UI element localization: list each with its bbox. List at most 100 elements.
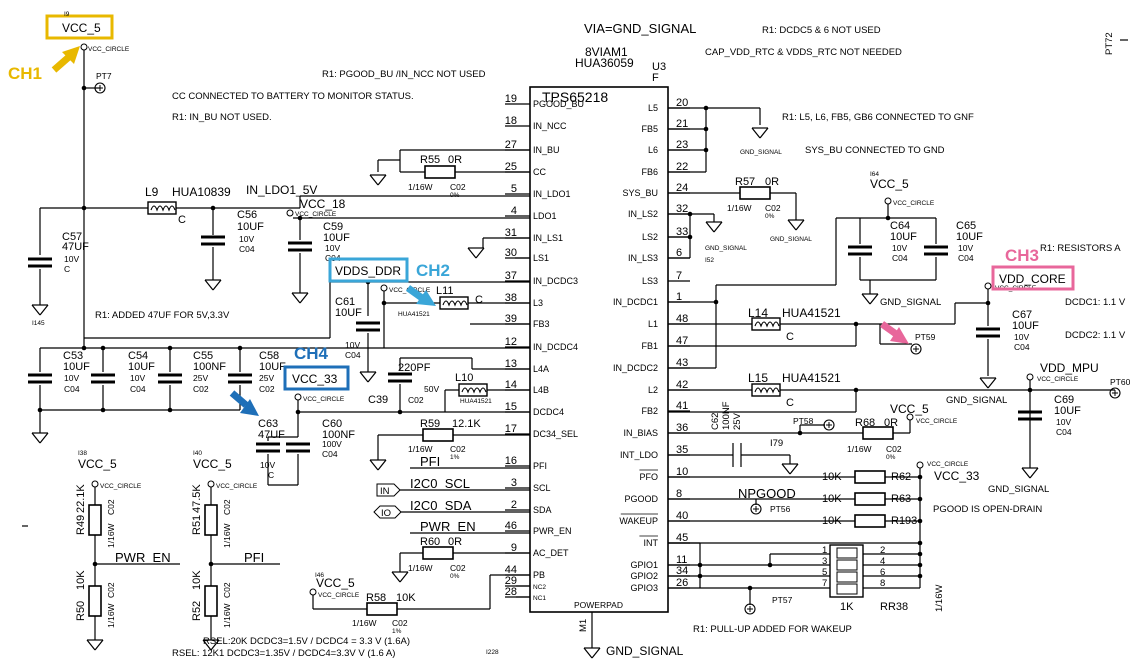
l9-part: HUA10839 (172, 185, 231, 199)
chip-pin-name-right: IN_DCDC1 (613, 297, 658, 307)
chip-pin-name-left: FB3 (533, 319, 550, 329)
divider-pwr-en: I38 VCC_5 VCC_CIRCLE PWR_EN R49 22.1K 1/… (75, 450, 180, 651)
svg-text:C69: C69 (1054, 394, 1074, 406)
chip-pin-name-right: GPIO1 (630, 560, 658, 570)
chip-pin-number-left: 31 (505, 227, 517, 239)
dcdc1-output: L14 HUA41521 C PT59 VCC_CIRCLE GND_SIGNA… (668, 282, 1039, 406)
via-note: VIA=GND_SIGNAL (584, 21, 696, 36)
svg-text:C65: C65 (956, 220, 976, 232)
svg-text:R63: R63 (891, 493, 911, 505)
sysbu-note: SYS_BU CONNECTED TO GND (805, 145, 945, 156)
svg-text:10UF: 10UF (259, 361, 286, 373)
pt60-label: PT60 (1110, 377, 1131, 387)
svg-text:C04: C04 (1056, 427, 1072, 437)
svg-text:C62: C62 (710, 413, 721, 430)
svg-text:VCC_CIRCLE: VCC_CIRCLE (893, 200, 935, 207)
vdds-ddr-label: VDDS_DDR (335, 264, 401, 278)
cc-note: CC CONNECTED TO BATTERY TO MONITOR STATU… (172, 91, 414, 102)
pb-r58: I46 VCC_5 VCC_CIRCLE R58 10K 1/16W C02 1… (309, 572, 530, 635)
unused-buck-ground: GND_SIGNAL (668, 105, 782, 173)
l5-note: R1: L5, L6, FB5, GB6 CONNECTED TO GNF (782, 112, 974, 123)
svg-text:25V: 25V (732, 412, 743, 430)
pgood-od-note: PGOOD IS OPEN-DRAIN (933, 504, 1042, 515)
chip-pin-name-right: FB1 (641, 341, 658, 351)
chip-pin-number-right: 36 (676, 422, 688, 434)
svg-text:HUA41521: HUA41521 (782, 371, 841, 385)
dcdc1-input: I64 VCC_5 VCC_CIRCLE GND_SIGNAL C64 10UF… (668, 171, 983, 369)
svg-text:C57: C57 (62, 231, 82, 243)
inbu-note: R1: IN_BU NOT USED. (172, 112, 272, 123)
chip-pin-number-left: 9 (511, 542, 517, 554)
svg-text:10UF: 10UF (956, 231, 983, 243)
dc34sel-r59: R59 12.1K 1/16W C02 1% (369, 418, 530, 471)
rsel2-note: RSEL: 12K1 DCDC3=1.35V / DCDC4=3.3V V (1… (172, 648, 395, 659)
chip-pin-number-left: 30 (505, 247, 517, 259)
chip-pin-number-left: 2 (511, 499, 517, 511)
svg-text:R60: R60 (420, 536, 440, 548)
svg-text:10K: 10K (191, 570, 203, 590)
chip-pin-name-right: L5 (648, 103, 658, 113)
svg-text:C61: C61 (335, 296, 355, 308)
chip-pin-name-right: INT_LDO (620, 450, 658, 460)
chip-pin-number-right: 10 (676, 466, 688, 478)
ch3-highlight (991, 265, 1075, 291)
chip-pin-name-left: PWR_EN (533, 526, 572, 536)
chip-pin-number-left: 29 (505, 575, 517, 587)
svg-text:C02: C02 (392, 618, 408, 628)
chip-pin-name-right: FB2 (641, 406, 658, 416)
rsel1-note: RSEL:20K DCDC3=1.5V / DCDC4 = 3.3 V (1.6… (203, 636, 410, 647)
chip-pin-number-left: 44 (505, 564, 517, 576)
svg-text:0R: 0R (448, 536, 462, 548)
svg-text:0R: 0R (884, 417, 898, 429)
chip-pin-name-right: WAKEUP (619, 516, 658, 526)
svg-text:C02: C02 (222, 582, 232, 598)
svg-text:VCC_CIRCLE: VCC_CIRCLE (927, 461, 969, 468)
pt58-label: PT58 (793, 416, 814, 426)
svg-text:GND_SIGNAL: GND_SIGNAL (880, 297, 941, 308)
chip-part1: 8VIAM1 (585, 45, 628, 59)
svg-text:10K: 10K (396, 592, 416, 604)
chip-pin-number-right: 35 (676, 444, 688, 456)
svg-text:0R: 0R (448, 154, 462, 166)
chip-pin-name-right: GPIO2 (630, 571, 658, 581)
chip-pin-number-right: 24 (676, 182, 688, 194)
svg-text:C04: C04 (322, 449, 338, 459)
svg-text:C02: C02 (408, 395, 424, 405)
chip-pin-name-left: IN_LS1 (533, 233, 563, 243)
svg-text:VCC_5: VCC_5 (316, 576, 355, 590)
svg-text:10V: 10V (345, 340, 360, 350)
svg-text:VDD_MPU: VDD_MPU (1040, 361, 1099, 375)
chip-pin-number-right: 22 (676, 161, 688, 173)
chip-pin-number-right: 47 (676, 335, 688, 347)
svg-text:VCC_CIRCLE: VCC_CIRCLE (303, 396, 345, 403)
svg-text:VCC_CIRCLE: VCC_CIRCLE (916, 418, 958, 425)
sda-net-label: I2C0_SDA (410, 498, 472, 513)
svg-text:1/16W: 1/16W (352, 618, 377, 628)
svg-text:10V: 10V (260, 460, 275, 470)
chip-pin-number-right: 40 (676, 510, 688, 522)
ref-i228: I228 (486, 649, 499, 656)
svg-text:8: 8 (880, 578, 885, 589)
chip-name: TPS65218 (542, 89, 608, 105)
chip-pin-name-left: DC34_SEL (533, 429, 578, 439)
ch2-arrow (405, 285, 436, 306)
svg-text:HUA41521: HUA41521 (782, 306, 841, 320)
svg-text:C64: C64 (890, 220, 910, 232)
pt59-label: PT59 (915, 332, 936, 342)
divider-pfi: I40 VCC_5 VCC_CIRCLE PFI R51 47.5K 1/16W… (191, 450, 280, 651)
pt57-label: PT57 (772, 595, 793, 605)
svg-text:C02: C02 (259, 384, 275, 394)
svg-text:C02: C02 (450, 563, 466, 573)
chip-pin-name-left: PFI (533, 461, 547, 471)
pfi-divider-label: PFI (244, 550, 264, 565)
chip-pin-name-right: IN_LS2 (628, 209, 658, 219)
chip-pin-name-left: PB (533, 570, 545, 580)
svg-text:10V: 10V (892, 243, 907, 253)
sda-dir: IO (381, 508, 391, 519)
ref-i52: I52 (705, 257, 714, 264)
chip-pin-name-right: L2 (648, 385, 658, 395)
svg-text:220PF: 220PF (398, 362, 431, 374)
svg-text:10UF: 10UF (335, 307, 362, 319)
svg-text:10V: 10V (1056, 417, 1071, 427)
svg-text:VCC_CIRCLE: VCC_CIRCLE (216, 483, 258, 490)
